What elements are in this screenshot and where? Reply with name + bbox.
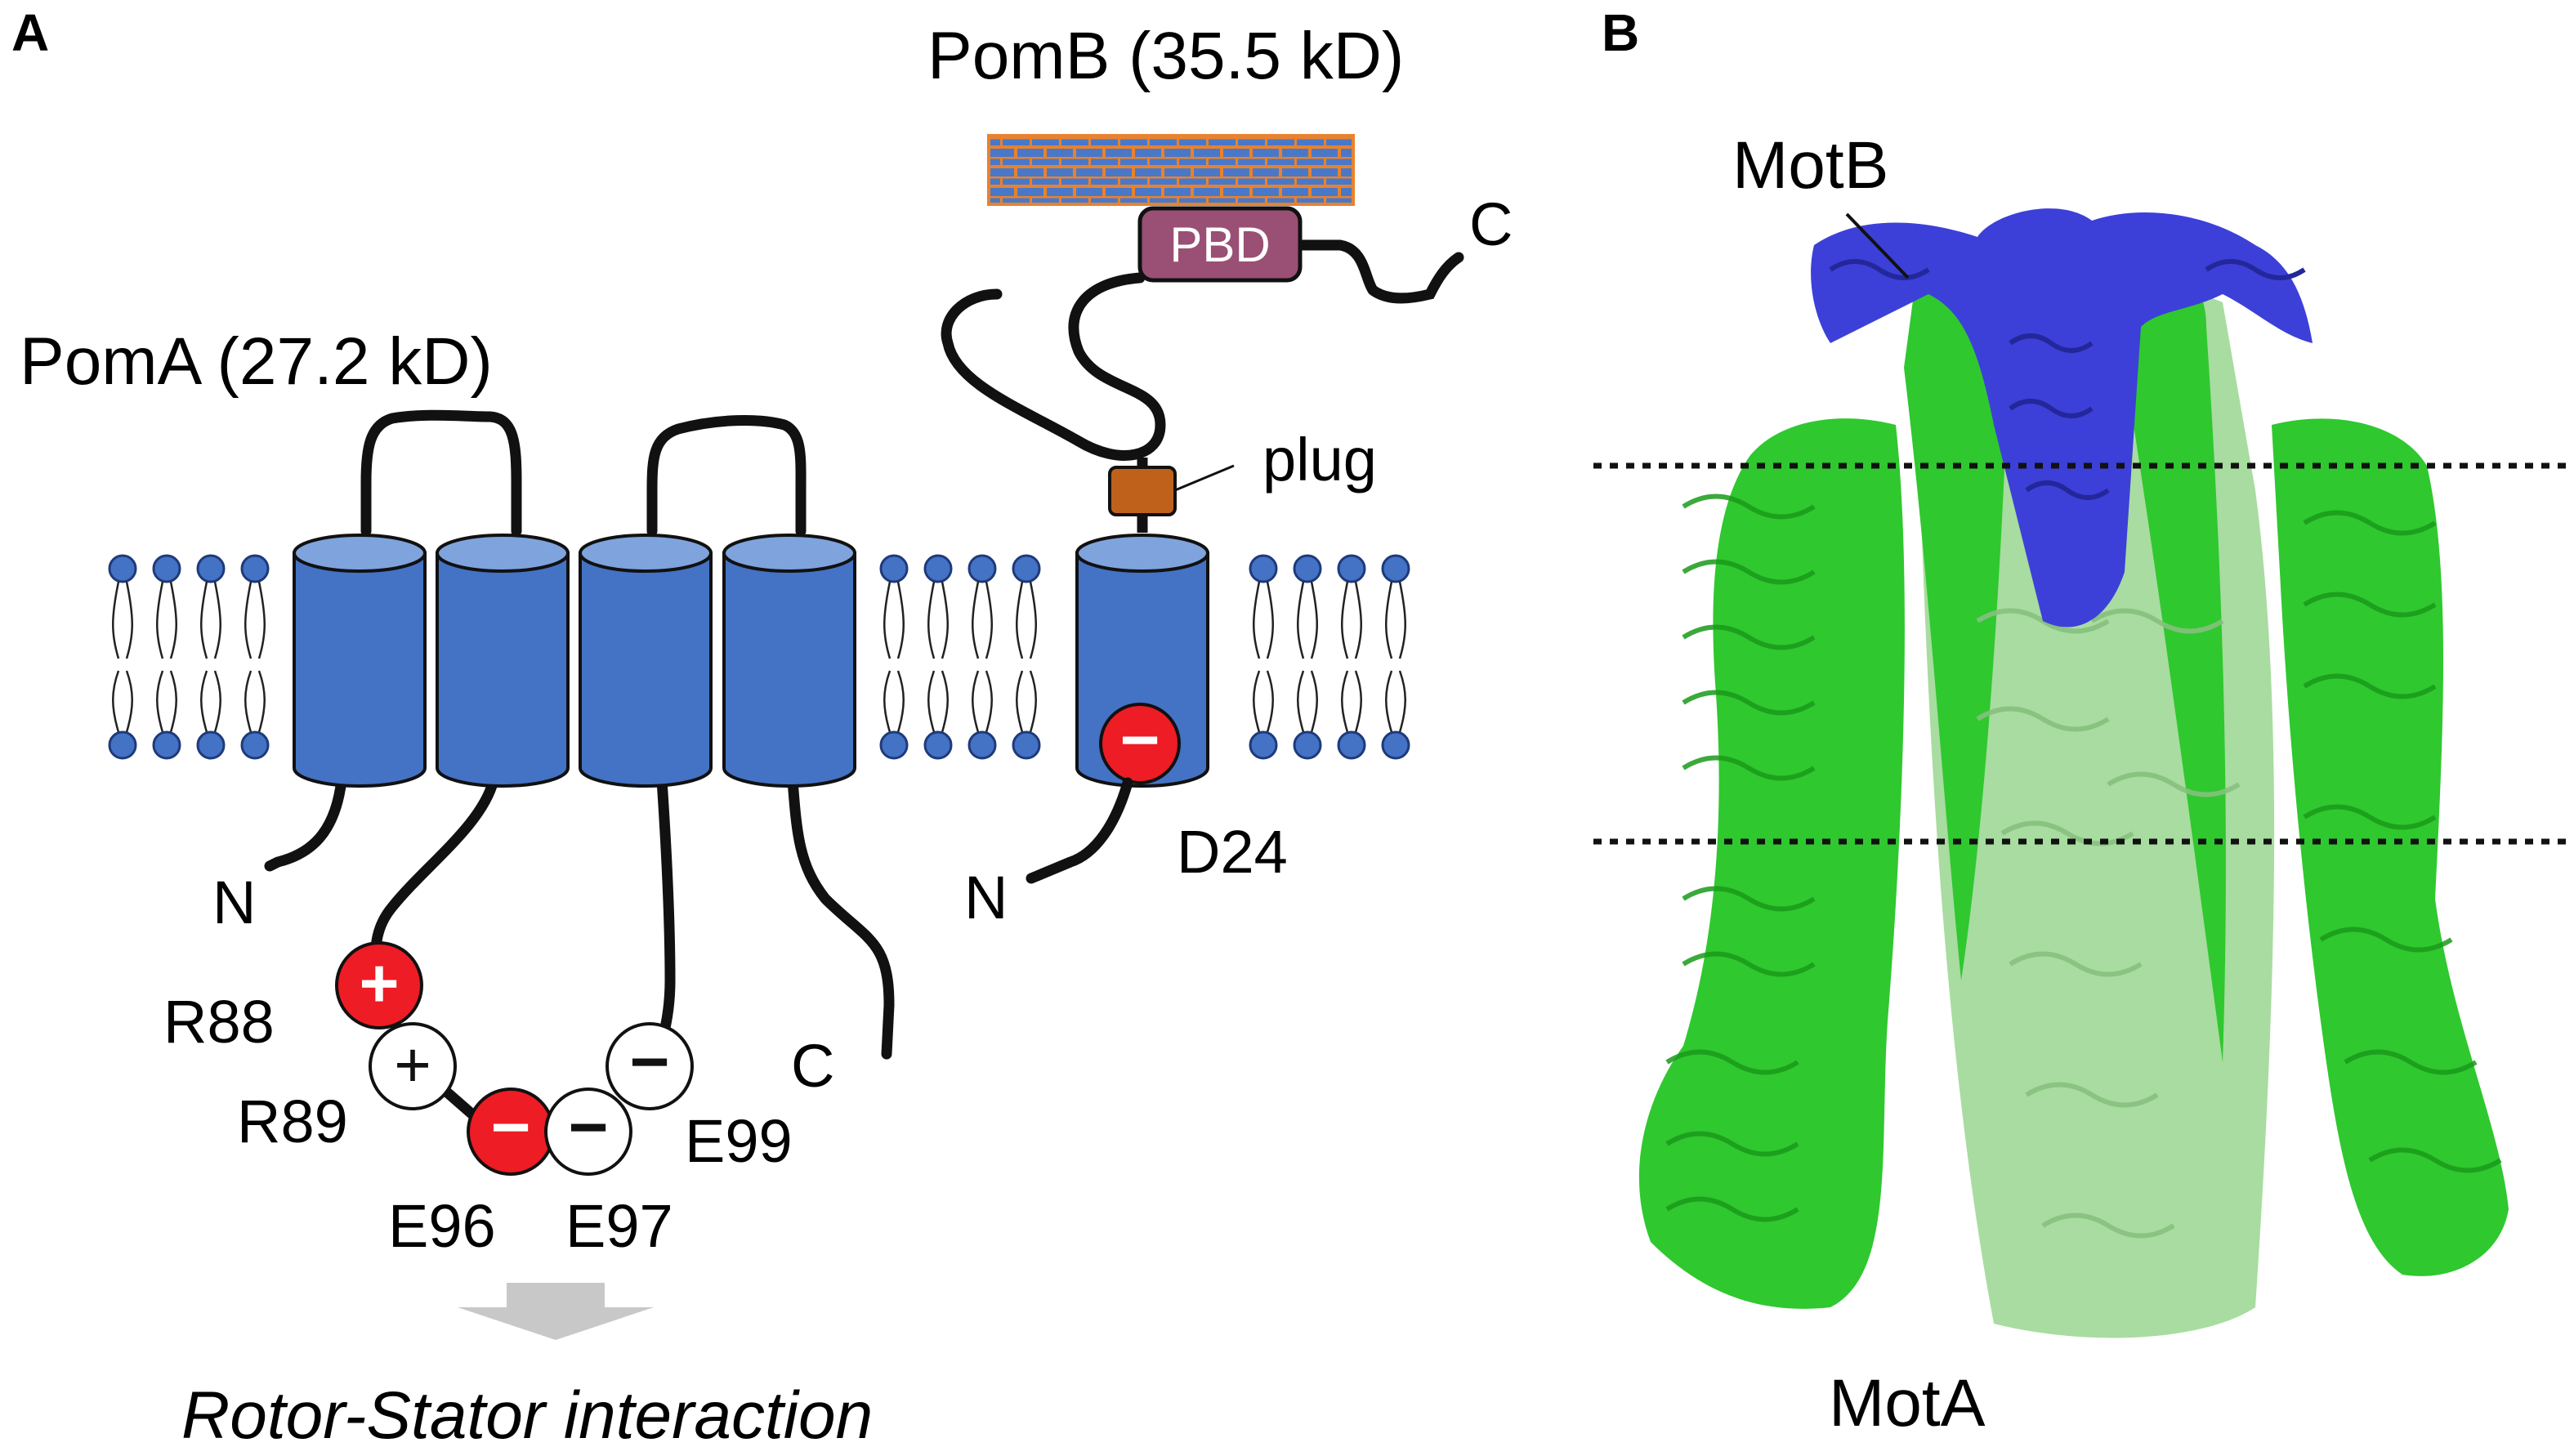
label-r89: R89 [237, 1088, 348, 1155]
residue-d24: − [1099, 701, 1181, 784]
rotor-stator-arrow [458, 1283, 654, 1340]
lipid-group-middle [879, 554, 1041, 760]
rotor-stator-interaction-label: Rotor-Stator interaction [181, 1378, 873, 1453]
r89-charge-symbol: + [394, 1029, 431, 1101]
label-r88: R88 [163, 988, 275, 1056]
plug-label: plug [1262, 426, 1377, 494]
panel-a-label: A [11, 3, 49, 62]
motb-label: MotB [1732, 128, 1888, 203]
pomb-n-tail [1026, 777, 1133, 884]
pomb-n-terminus: N [964, 864, 1008, 931]
poma-n-tail [264, 775, 347, 872]
label-d24: D24 [1177, 818, 1288, 886]
plug-leader-line [1174, 464, 1235, 492]
mota-label: MotA [1829, 1366, 1986, 1440]
poma-helix-1 [293, 534, 427, 788]
poma-helix-3 [579, 534, 713, 788]
pomb-title: PomB (35.5 kD) [927, 19, 1404, 93]
pomb-periplasmic-linker [941, 272, 1166, 461]
poma-helix-2 [436, 534, 570, 788]
lipid-group-left [108, 554, 270, 760]
poma-c-terminus: C [791, 1032, 834, 1100]
residue-e97: − [544, 1088, 632, 1176]
label-e97: E97 [565, 1192, 673, 1260]
residue-e99: − [606, 1022, 694, 1110]
pbd-domain [1137, 206, 1303, 283]
residue-r89: + [369, 1022, 457, 1110]
poma-loop-3-4 [646, 415, 807, 537]
motb-leader-line [1845, 212, 1910, 279]
d24-charge-symbol: − [1119, 701, 1160, 778]
panel-b-label: B [1602, 3, 1639, 62]
plug-domain [1108, 466, 1177, 516]
peptidoglycan-layer [987, 134, 1355, 206]
e97-charge-symbol: − [568, 1088, 608, 1165]
e96-charge-symbol: − [490, 1088, 530, 1165]
lipid-group-right [1249, 554, 1410, 760]
poma-loop-1-2 [360, 409, 522, 537]
e99-charge-symbol: − [629, 1023, 669, 1100]
label-e96: E96 [388, 1192, 496, 1260]
pomb-c-terminal-chain [1292, 239, 1464, 304]
poma-helix-4 [722, 534, 856, 788]
pbd-label: PBD [1169, 217, 1270, 272]
poma-c-tail [787, 775, 895, 1060]
pomb-c-terminus: C [1469, 190, 1513, 258]
poma-loop-to-e99 [652, 775, 676, 1060]
residue-e96: − [467, 1088, 555, 1176]
residue-r88: + [335, 941, 423, 1029]
poma-title: PomA (27.2 kD) [20, 324, 493, 399]
label-e99: E99 [685, 1107, 793, 1175]
motab-structure [1638, 208, 2509, 1338]
r88-charge-symbol: + [359, 945, 399, 1021]
poma-n-terminus: N [212, 869, 256, 936]
